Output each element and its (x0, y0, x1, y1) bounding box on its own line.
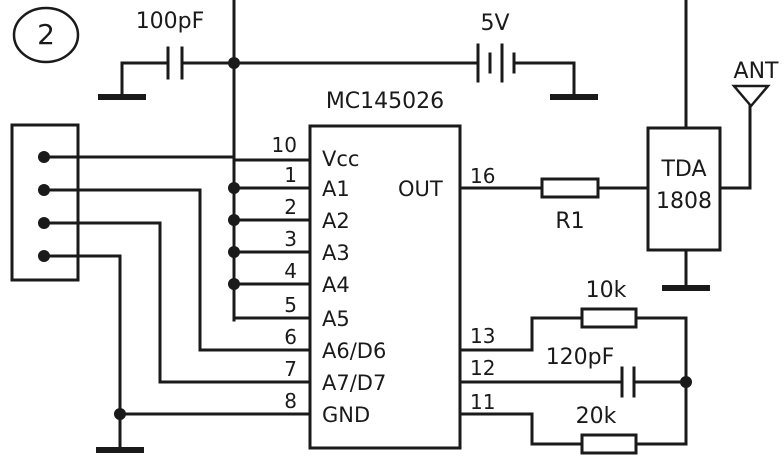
battery: 5V (476, 11, 524, 83)
resistor-10k-label: 10k (586, 278, 627, 303)
antenna: ANT (718, 59, 780, 190)
ic-part-number: MC145026 (326, 89, 444, 114)
header-wire-2 (42, 188, 312, 352)
pin11-wire (458, 412, 584, 446)
header-wire-4 (42, 254, 312, 416)
battery-label: 5V (480, 11, 509, 36)
pin-name: A1 (322, 177, 350, 201)
decoupling-cap-label: 100pF (136, 9, 205, 34)
pin-number: 12 (470, 356, 495, 380)
junction-a1 (228, 182, 240, 194)
ic-body (308, 124, 462, 450)
pin-name: A2 (322, 209, 350, 233)
junction-a2 (228, 214, 240, 226)
header-wire-3 (42, 221, 312, 384)
pin-number: 16 (470, 164, 495, 188)
pin-number: 6 (284, 325, 297, 349)
resistor-20k (580, 433, 638, 455)
antenna-icon (731, 84, 771, 108)
pin-number: 1 (284, 163, 297, 187)
pin-name: A6/D6 (322, 339, 386, 363)
osc-common-wire (634, 316, 688, 446)
pin-number: 10 (272, 133, 297, 157)
decoupling-capacitor: 100pF (136, 9, 205, 80)
resistor-10k (580, 307, 638, 329)
pin-name: A7/D7 (322, 371, 386, 395)
antenna-feed-wire (718, 100, 752, 190)
junction-osc (680, 376, 692, 388)
pin-number: 13 (470, 324, 495, 348)
figure-number-circle (12, 6, 80, 64)
supply-wiring (120, 0, 688, 322)
pin-number: 4 (284, 259, 297, 283)
encoder-ic: MC145026 (308, 89, 462, 450)
resistor-r1 (540, 177, 600, 199)
pin13-wire (458, 316, 584, 352)
pin-name: A3 (322, 241, 350, 265)
capacitor-120pf-label: 120pF (546, 345, 615, 370)
transmitter-ic: TDA 1808 (646, 126, 722, 288)
pin-name: A4 (322, 273, 350, 297)
pin-name: GND (322, 403, 370, 427)
pin-number: 2 (284, 195, 297, 219)
pin-number: 8 (284, 389, 297, 413)
junction-a3 (228, 246, 240, 258)
transmitter-label-line1: TDA (660, 157, 706, 182)
junction-a4 (228, 278, 240, 290)
pin-number: 11 (470, 390, 495, 414)
resistor-r1-label: R1 (555, 209, 584, 234)
pin-number: 7 (284, 357, 297, 381)
header-connector (10, 123, 80, 282)
junction-gnd (114, 408, 126, 420)
pin-name: OUT (398, 177, 443, 201)
ic-right-pins: OUT 16 13 12 11 (398, 164, 495, 414)
oscillator-network: 10k 120pF 20k (458, 278, 692, 455)
pin-name: Vcc (322, 147, 359, 171)
pin-name: A5 (322, 307, 350, 331)
pin-number: 3 (284, 227, 297, 251)
header-wiring (42, 155, 312, 450)
output-stage: R1 (458, 177, 650, 234)
ic-left-pins: 10 Vcc 1 A1 2 A2 3 A3 4 A4 5 A5 6 A6/D6 … (272, 133, 387, 427)
resistor-20k-label: 20k (576, 404, 617, 429)
junction-top (228, 57, 240, 69)
transmitter-label-line2: 1808 (656, 189, 712, 214)
figure-number: 2 (12, 6, 80, 64)
figure-number-label: 2 (37, 18, 55, 51)
antenna-label: ANT (734, 59, 780, 84)
address-bus (228, 57, 312, 320)
pin-number: 5 (284, 293, 297, 317)
